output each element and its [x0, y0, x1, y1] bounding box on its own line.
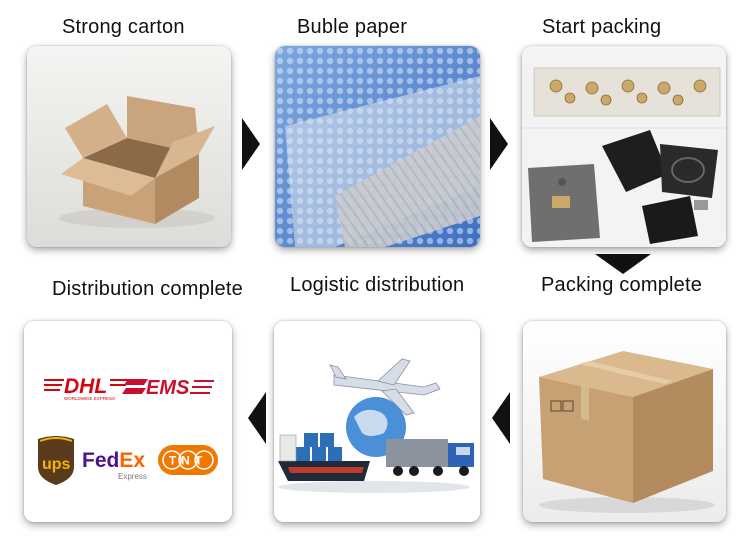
arrow-right-icon	[490, 118, 508, 170]
ups-logo: ups	[38, 436, 74, 485]
tnt-text: TNT	[169, 454, 207, 468]
fedex-subtitle: Express	[118, 472, 147, 481]
dhl-subtitle: WORLDWIDE EXPRESS	[64, 396, 115, 401]
step-label-distribution-complete: Distribution complete	[52, 278, 243, 300]
step-label-logistic-distribution: Logistic distribution	[290, 274, 465, 296]
step-label-start-packing: Start packing	[542, 16, 662, 38]
ems-text: EMS	[146, 377, 190, 399]
ems-logo: EMS	[122, 377, 214, 399]
arrow-left-icon	[492, 392, 510, 444]
fedex-fed-text: Fed	[82, 449, 119, 472]
tnt-logo: TNT	[158, 445, 218, 475]
ups-text: ups	[42, 456, 71, 473]
strong-carton-image	[27, 46, 231, 247]
start-packing-image	[522, 46, 726, 247]
fedex-logo: FedEx Express	[82, 449, 147, 481]
dhl-text: DHL	[64, 375, 107, 398]
step-label-packing-complete: Packing complete	[541, 274, 703, 296]
fedex-ex-text: Ex	[119, 449, 145, 472]
dhl-logo: DHL WORLDWIDE EXPRESS	[44, 375, 128, 401]
arrow-down-icon	[595, 254, 651, 274]
bubble-paper-image	[275, 46, 480, 247]
step-label-strong-carton: Strong carton	[62, 16, 185, 38]
distribution-complete-image: DHL WORLDWIDE EXPRESS EMS ups FedEx Expr…	[24, 321, 232, 522]
step-label-buble-paper: Buble paper	[297, 16, 408, 38]
arrow-left-icon	[248, 392, 266, 444]
packing-complete-image	[523, 321, 726, 522]
arrow-right-icon	[242, 118, 260, 170]
logistic-distribution-image	[274, 321, 480, 522]
svg-text:FedEx: FedEx	[82, 449, 145, 472]
